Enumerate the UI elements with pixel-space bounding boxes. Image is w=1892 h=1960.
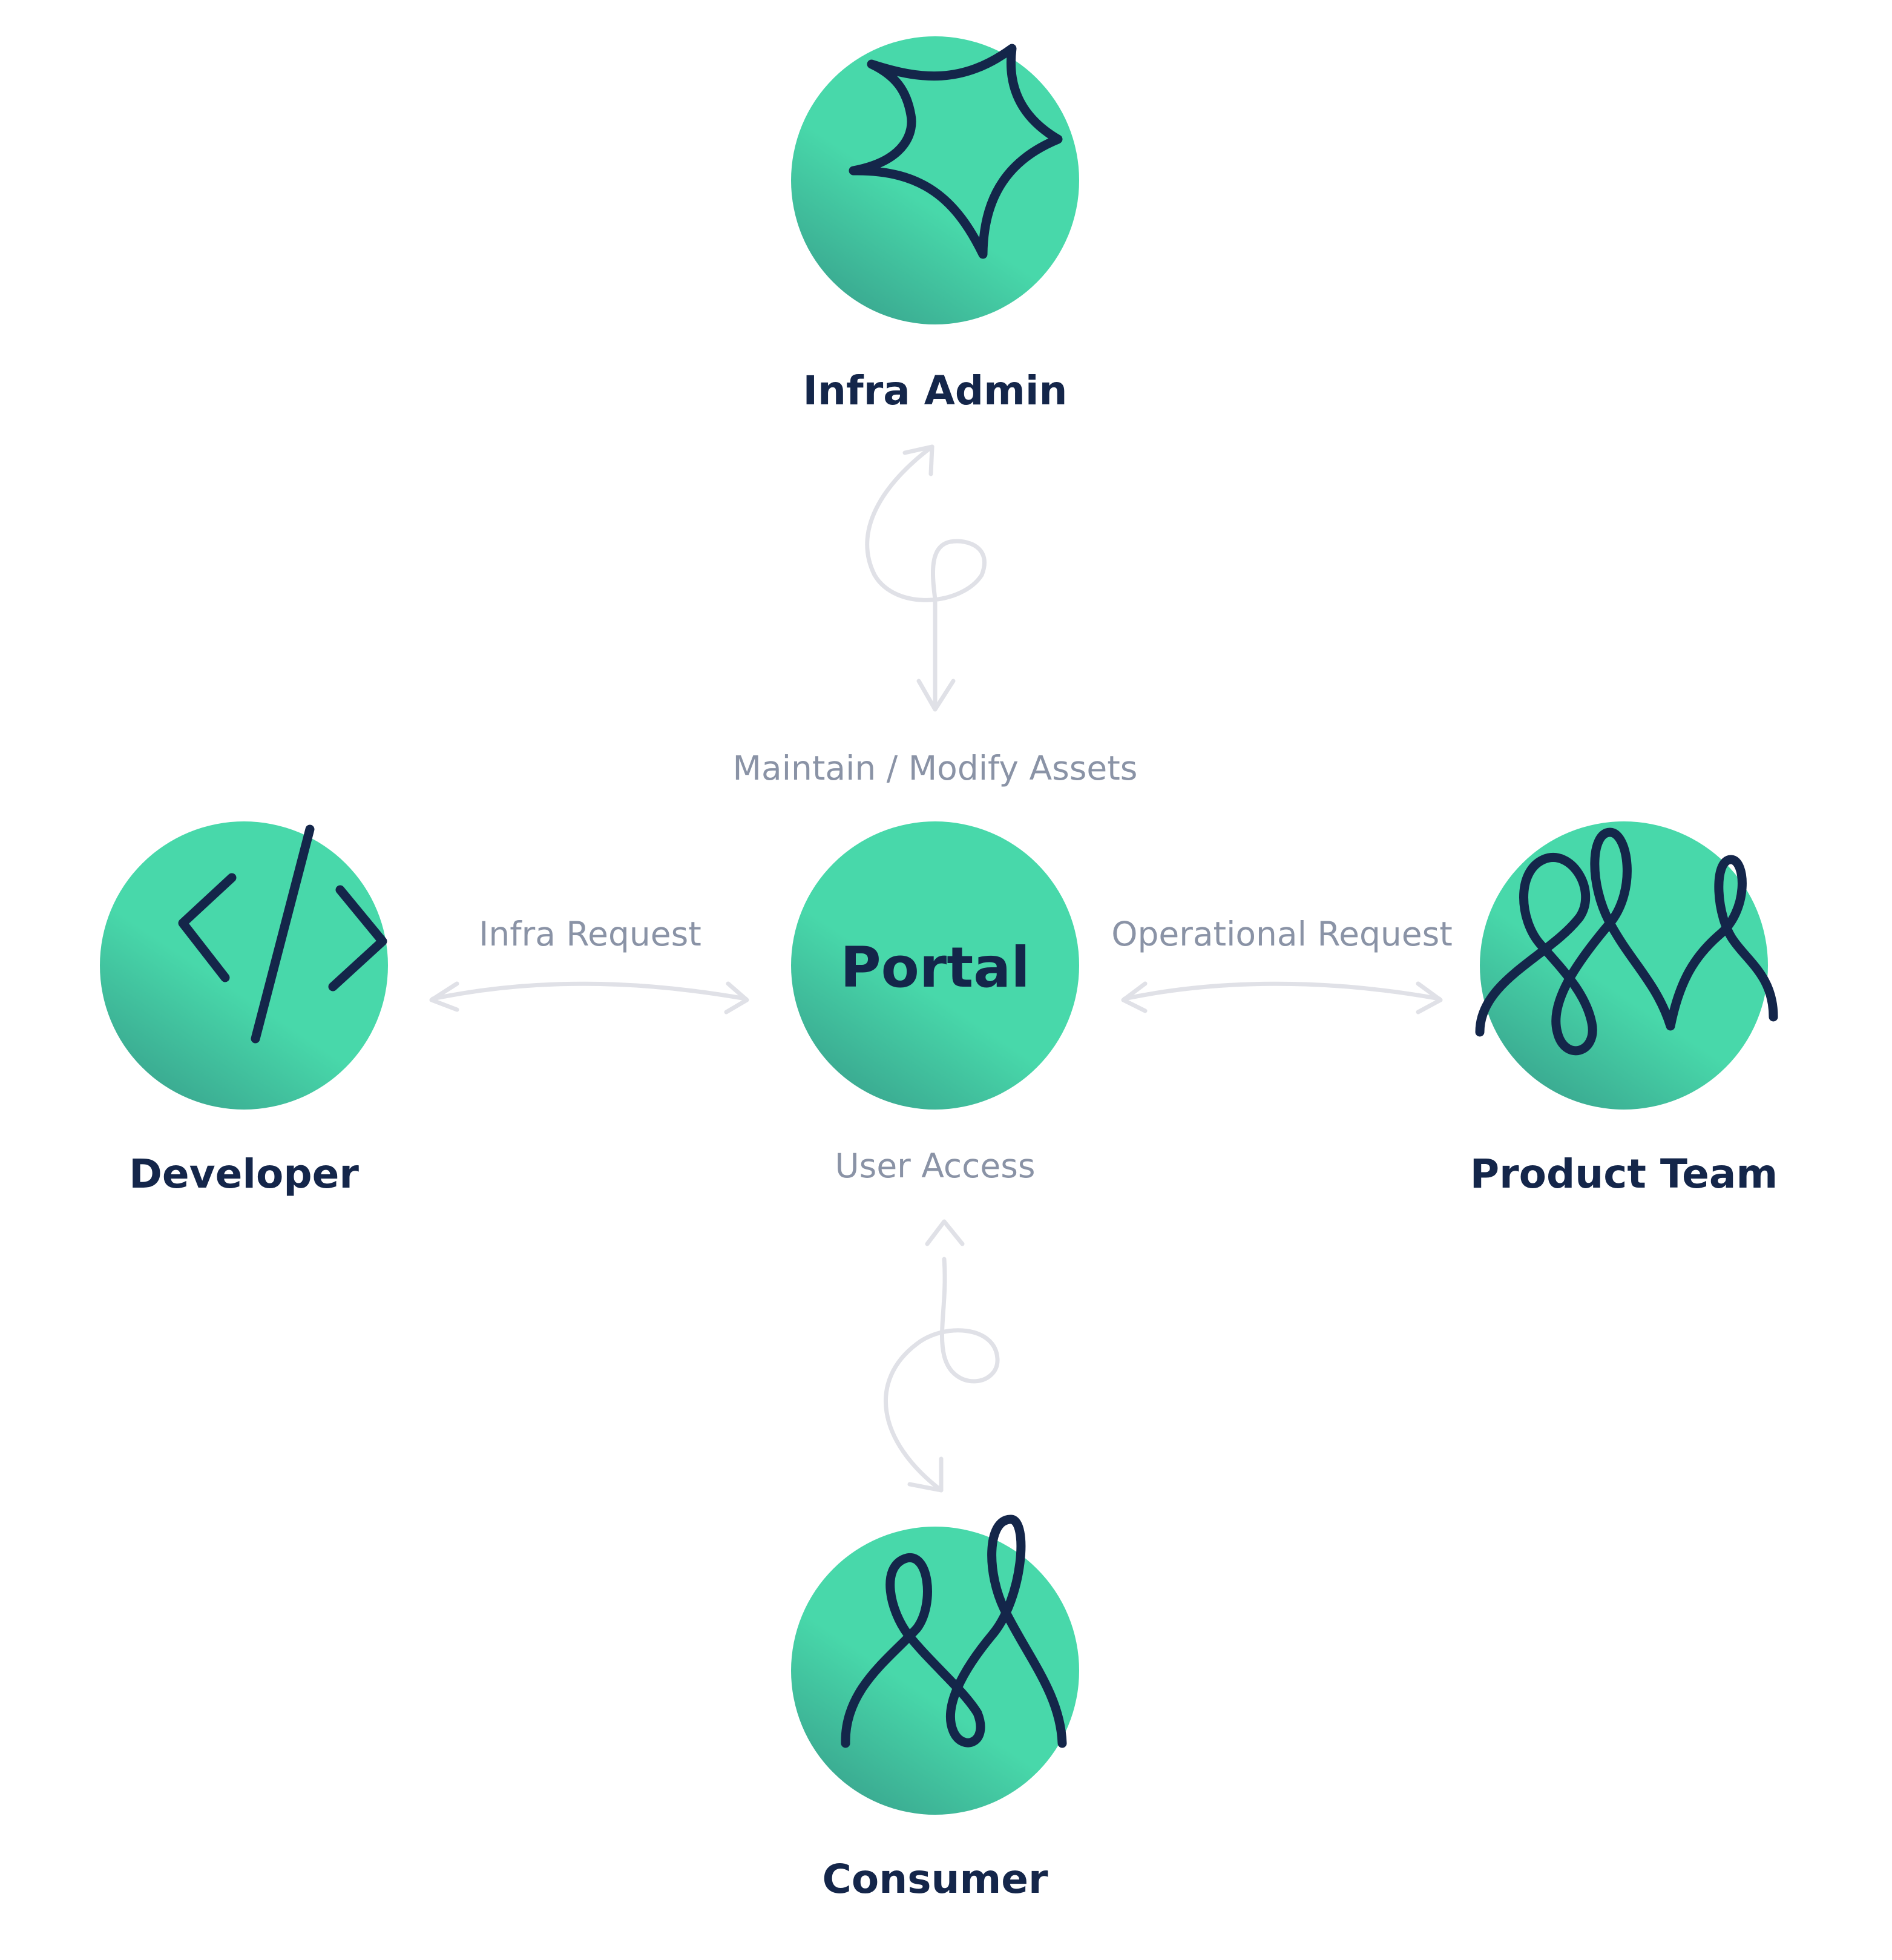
star-icon bbox=[849, 44, 1063, 259]
infra-admin-label: Infra Admin bbox=[803, 367, 1067, 414]
edge-label-infra-request: Infra Request bbox=[479, 915, 701, 953]
arrow-bottom-curve bbox=[883, 1257, 1000, 1493]
node-portal: Portal bbox=[791, 821, 1079, 1110]
arrow-right-head-left bbox=[1121, 981, 1148, 1013]
portal-circle bbox=[791, 821, 1079, 1110]
edge-label-operational-request: Operational Request bbox=[1111, 915, 1453, 953]
triple-loop-icon bbox=[1475, 827, 1778, 1056]
edge-label-user-access: User Access bbox=[835, 1146, 1035, 1185]
edge-label-maintain: Maintain / Modify Assets bbox=[733, 749, 1138, 788]
arrow-top-curve bbox=[865, 444, 987, 708]
node-consumer: Consumer bbox=[791, 1514, 1079, 1902]
developer-label: Developer bbox=[129, 1151, 359, 1197]
arrow-bottom-head-down bbox=[907, 1456, 944, 1493]
node-infra-admin: Infra Admin bbox=[791, 36, 1079, 414]
product-team-label: Product Team bbox=[1470, 1151, 1778, 1197]
node-product-team: Product Team bbox=[1470, 821, 1778, 1197]
arrow-right-head-right bbox=[1416, 981, 1443, 1015]
arrow-right-curve bbox=[1122, 981, 1442, 1001]
arrow-top-head-up bbox=[902, 444, 935, 476]
double-loop-icon bbox=[841, 1514, 1067, 1748]
arrow-portal-product-team bbox=[1121, 981, 1443, 1015]
code-icon bbox=[178, 824, 387, 1044]
arrow-bottom-head-up bbox=[925, 1219, 965, 1246]
consumer-label: Consumer bbox=[822, 1856, 1048, 1902]
developer-circle bbox=[100, 821, 388, 1110]
arrow-left-curve bbox=[430, 981, 748, 1001]
arrow-infra-admin-portal bbox=[865, 444, 987, 712]
product-team-circle bbox=[1480, 821, 1768, 1110]
arrow-left-head-left bbox=[429, 981, 459, 1012]
portal-label: Portal bbox=[840, 935, 1030, 1000]
infra-admin-circle bbox=[791, 36, 1079, 324]
arrow-left-head-right bbox=[724, 981, 749, 1015]
arrow-developer-portal bbox=[429, 981, 749, 1015]
arrow-top-head-down bbox=[916, 679, 956, 712]
node-developer: Developer bbox=[100, 821, 388, 1197]
arrow-portal-consumer bbox=[883, 1219, 1000, 1493]
